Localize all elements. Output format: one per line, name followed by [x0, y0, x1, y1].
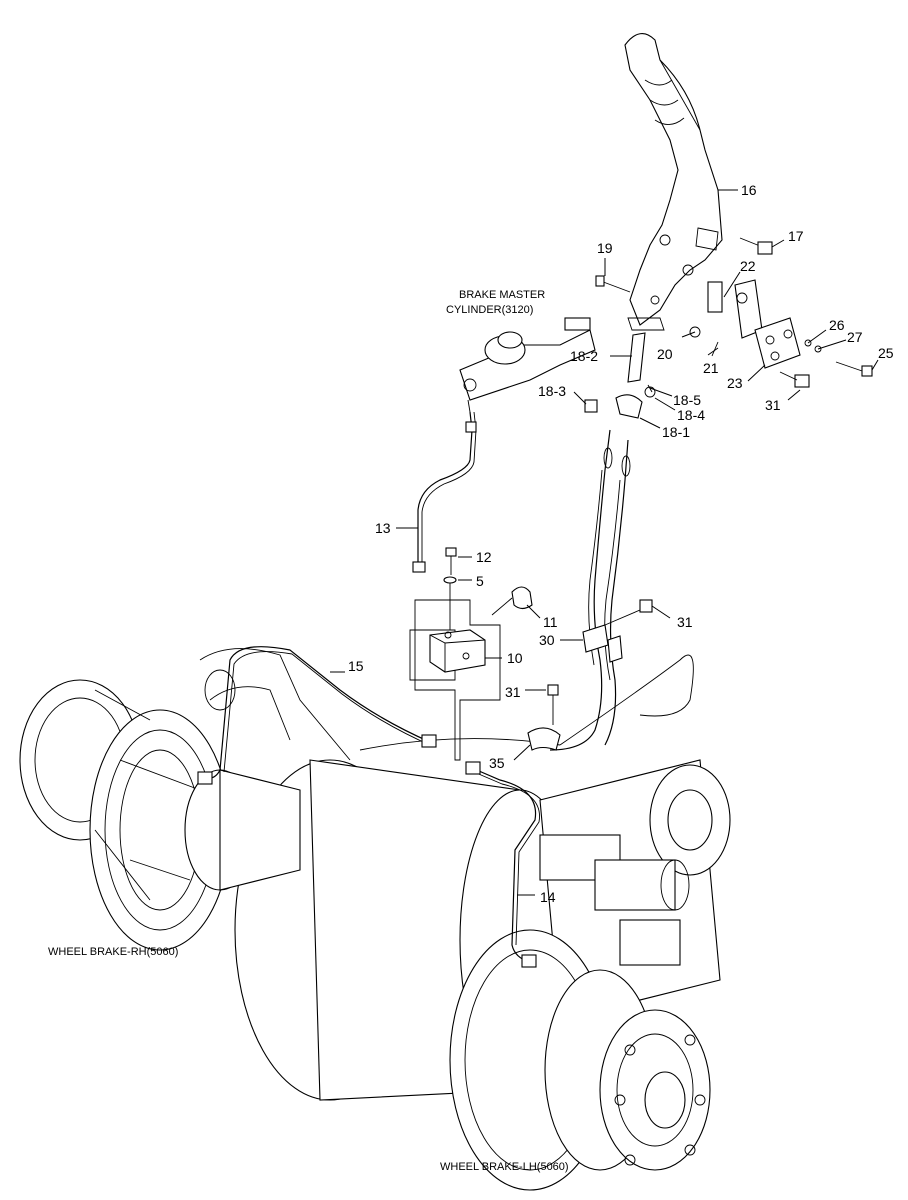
part-18-2-label: 18-2 — [570, 348, 598, 364]
part-number-labels: 16 17 19 22 20 21 18-2 26 27 25 23 18-3 … — [348, 182, 894, 905]
brake-line-15 — [197, 646, 437, 785]
part-14-label: 14 — [540, 889, 556, 905]
part-13-label: 13 — [375, 520, 391, 536]
leader-lines — [330, 189, 879, 896]
part-18-3-label: 18-3 — [538, 383, 566, 399]
part-35-label: 35 — [489, 755, 505, 771]
brake-line-14 — [465, 761, 540, 968]
part-18-1-label: 18-1 — [662, 424, 690, 440]
wheel-brake-rh-label: WHEEL BRAKE-RH(5060) — [48, 946, 178, 958]
part-31-label-upper: 31 — [765, 397, 781, 413]
part-12-label: 12 — [476, 549, 492, 565]
part-20-label: 20 — [657, 346, 673, 362]
part-16-label: 16 — [741, 182, 757, 198]
part-5-label: 5 — [476, 573, 484, 589]
part-23-label: 23 — [727, 375, 743, 391]
part-31-label-lower: 31 — [505, 684, 521, 700]
clevis-assembly — [584, 317, 665, 419]
brake-line-13 — [412, 411, 477, 573]
part-30-label: 30 — [539, 632, 555, 648]
part-19-label: 19 — [597, 240, 613, 256]
part-21-label: 21 — [703, 360, 719, 376]
part-18-5-label: 18-5 — [673, 392, 701, 408]
part-26-label: 26 — [829, 317, 845, 333]
wheel-hub-left — [449, 929, 711, 1191]
brake-master-cylinder — [459, 317, 596, 413]
wheel-hub-right — [19, 679, 301, 951]
brake-master-label-line1: BRAKE MASTER — [459, 289, 545, 301]
part-27-label: 27 — [847, 329, 863, 345]
parking-brake-lever — [624, 33, 723, 326]
part-31-label-middle: 31 — [677, 614, 693, 630]
part-11-label: 11 — [543, 614, 558, 630]
part-17-label: 17 — [788, 228, 804, 244]
junction-block — [409, 599, 501, 761]
parking-brake-cables — [549, 429, 631, 751]
part-18-4-label: 18-4 — [677, 407, 705, 423]
block-fasteners — [443, 547, 533, 630]
part-22-label: 22 — [740, 258, 756, 274]
part-25-label: 25 — [878, 345, 894, 361]
fasteners-lever — [595, 237, 873, 388]
brake-master-label-line2: CYLINDER(3120) — [446, 304, 533, 316]
cable-clamps — [527, 599, 653, 751]
part-10-label: 10 — [507, 650, 523, 666]
part-15-label: 15 — [348, 658, 364, 674]
wheel-brake-lh-label: WHEEL BRAKE-LH(5060) — [440, 1161, 569, 1173]
switch-bracket — [707, 279, 801, 369]
reference-labels: BRAKE MASTER CYLINDER(3120) WHEEL BRAKE-… — [48, 289, 569, 1173]
